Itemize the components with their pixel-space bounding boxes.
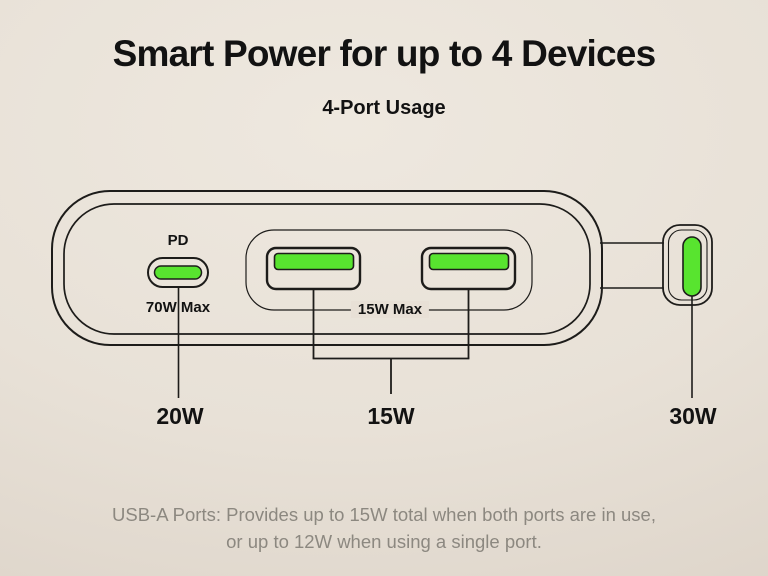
page-title: Smart Power for up to 4 Devices — [112, 33, 657, 74]
usb-c-pd-label: PD — [167, 232, 189, 249]
device-body-inner-outline — [63, 203, 591, 335]
side-port-watt-label: 30W — [669, 403, 717, 429]
usb-a-watt-label: 15W — [367, 403, 415, 429]
footer-note-line2: or up to 12W when using a single port. — [226, 531, 542, 552]
usb-a-max-label: 15W Max — [350, 301, 430, 318]
side-connector-inner-outline — [667, 229, 708, 301]
page-subtitle: 4-Port Usage — [322, 97, 446, 119]
side-usb-c-pin-icon — [682, 236, 702, 297]
usb-c-watt-label: 20W — [156, 403, 204, 429]
footer-note-line1: USB-A Ports: Provides up to 15W total wh… — [112, 504, 656, 525]
usb-a-port-right-pin-icon — [428, 252, 510, 271]
usb-c-max-label: 70W Max — [145, 299, 211, 316]
footer-note: USB-A Ports: Provides up to 15W total wh… — [0, 501, 768, 555]
usb-a-port-left-pin-icon — [273, 252, 355, 271]
device-body-outer-outline — [51, 190, 603, 346]
side-connector-outer-outline — [662, 224, 713, 306]
usb-c-pin-icon — [153, 265, 203, 280]
